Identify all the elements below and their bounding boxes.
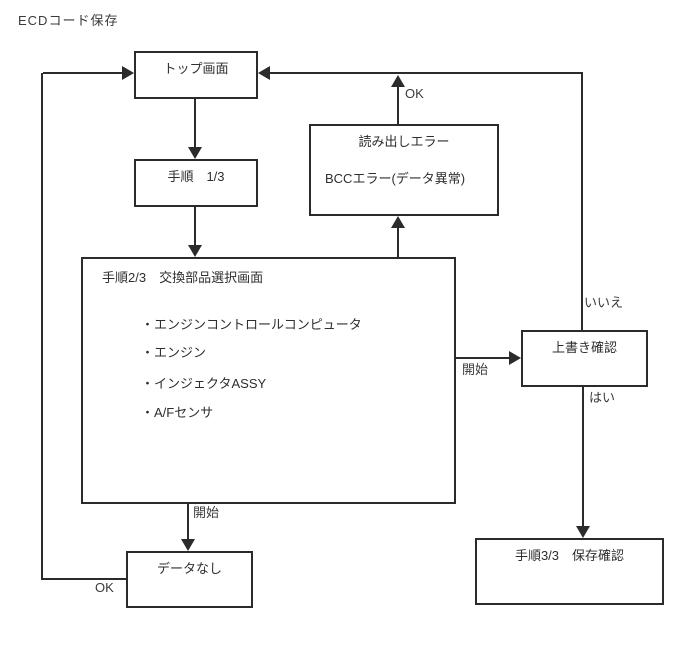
list-item-engine: ・エンジン [141, 345, 207, 360]
connector-overwrite-yes [582, 386, 584, 528]
arrowhead-up-icon [391, 75, 405, 87]
node-step3-label: 手順3/3 保存確認 [514, 548, 625, 563]
arrowhead-right-icon [122, 66, 134, 80]
node-step1-label: 手順 1/3 [167, 169, 225, 184]
node-top-screen: トップ画面 [134, 51, 258, 99]
connector-step2-to-readerror [397, 227, 399, 257]
arrowhead-down-icon [576, 526, 590, 538]
connector-nodata-ok-top [43, 72, 123, 74]
connector-step2-to-nodata [187, 503, 189, 541]
list-item-engine-control-computer: ・エンジンコントロールコンピュータ [141, 317, 362, 332]
list-item-injector-assy: ・インジェクタASSY [141, 376, 267, 391]
list-item-af-sensor: ・A/Fセンサ [141, 405, 214, 420]
connector-nodata-ok-v [41, 73, 43, 580]
node-top-screen-label: トップ画面 [163, 61, 229, 76]
connector-step1-to-step2 [194, 207, 196, 247]
node-step2-title: 手順2/3 交換部品選択画面 [102, 270, 264, 285]
edge-label-no: いいえ [584, 295, 624, 311]
node-overwrite-confirm-label: 上書き確認 [551, 340, 617, 355]
node-step2: 手順2/3 交換部品選択画面 ・エンジンコントロールコンピュータ ・エンジン ・… [81, 257, 456, 504]
arrowhead-up-icon [391, 216, 405, 228]
connector-return-top [268, 72, 583, 74]
node-no-data-label: データなし [156, 561, 222, 576]
arrowhead-left-icon [258, 66, 270, 80]
connector-step2-to-overwrite [455, 357, 511, 359]
node-read-error-line1: 読み出しエラー [358, 134, 450, 149]
connector-readerror-to-top [397, 86, 399, 124]
node-overwrite-confirm: 上書き確認 [521, 330, 648, 387]
arrowhead-down-icon [181, 539, 195, 551]
edge-label-ok-bottom: OK [95, 580, 114, 596]
edge-label-start-right: 開始 [462, 362, 489, 378]
edge-label-yes: はい [589, 390, 616, 406]
connector-top-to-step1 [194, 98, 196, 150]
node-step1: 手順 1/3 [134, 159, 258, 207]
connector-nodata-ok-h [41, 578, 126, 580]
arrowhead-down-icon [188, 245, 202, 257]
arrowhead-down-icon [188, 147, 202, 159]
node-step3: 手順3/3 保存確認 [475, 538, 664, 605]
edge-label-ok-top: OK [405, 86, 424, 102]
node-read-error: 読み出しエラー BCCエラー(データ異常) [309, 124, 499, 216]
node-no-data: データなし [126, 551, 253, 608]
edge-label-start-bottom: 開始 [193, 505, 220, 521]
node-read-error-line2: BCCエラー(データ異常) [325, 171, 466, 186]
arrowhead-right-icon [509, 351, 521, 365]
page-title: ECDコード保存 [18, 13, 119, 28]
connector-overwrite-no [581, 73, 583, 330]
